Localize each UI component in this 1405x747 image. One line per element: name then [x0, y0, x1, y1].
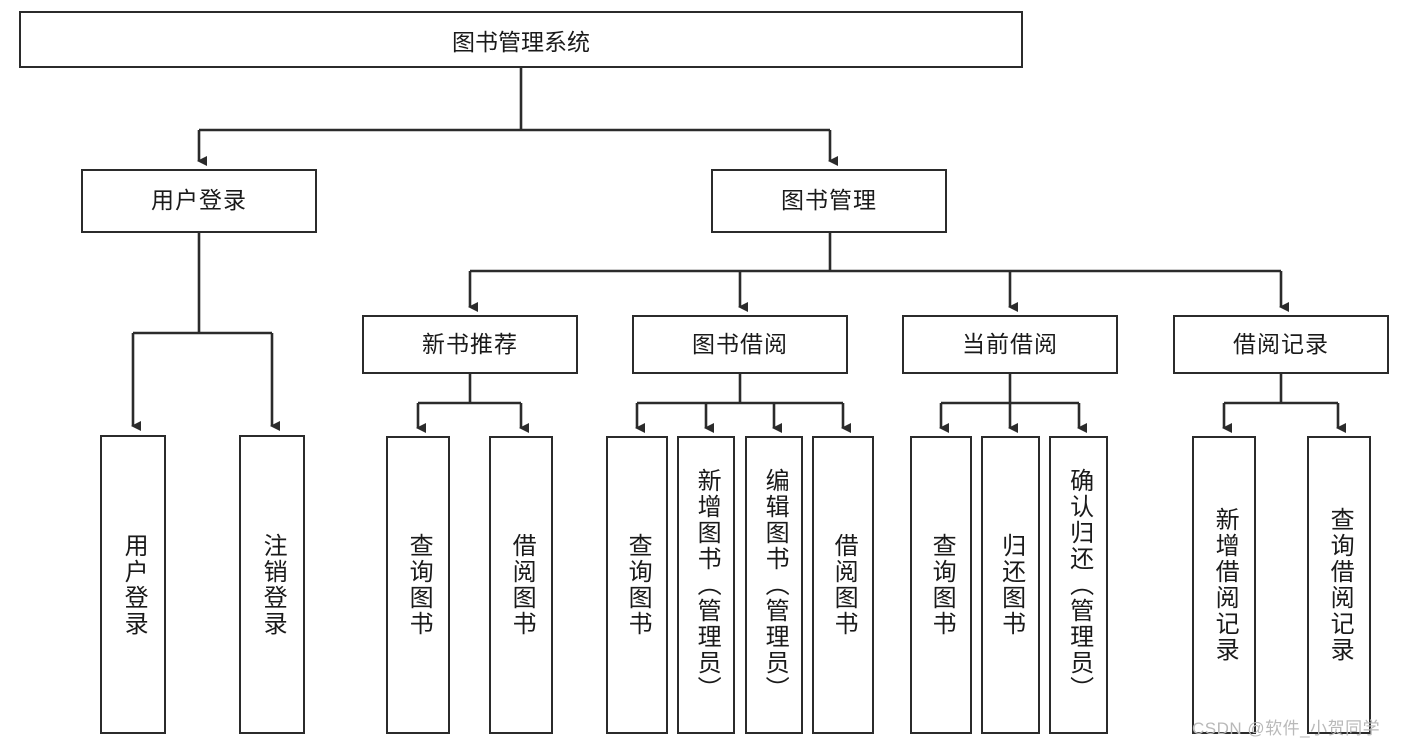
node-user-login-label: 用户登录 [151, 187, 247, 214]
node-leaf-borrow-book-2-label: 借阅图书 [830, 533, 858, 637]
node-leaf-user-login[interactable]: 用户登录 [100, 435, 166, 734]
node-leaf-query-book-3[interactable]: 查询图书 [910, 436, 972, 734]
node-book-borrow-label: 图书借阅 [692, 330, 788, 357]
node-borrow-record-label: 借阅记录 [1233, 330, 1329, 357]
node-new-book-recommend[interactable]: 新书推荐 [362, 315, 578, 374]
node-leaf-query-book-3-label: 查询图书 [928, 533, 956, 637]
node-user-login[interactable]: 用户登录 [81, 169, 317, 233]
node-leaf-edit-book[interactable]: 编辑图书（管理员） [745, 436, 803, 734]
node-leaf-borrow-book-2[interactable]: 借阅图书 [812, 436, 874, 734]
node-leaf-borrow-book-1[interactable]: 借阅图书 [489, 436, 553, 734]
node-leaf-query-book-2-label: 查询图书 [624, 533, 652, 637]
node-leaf-return-book-label: 归还图书 [997, 533, 1025, 637]
node-leaf-user-login-label: 用户登录 [120, 532, 148, 637]
node-leaf-query-book-1[interactable]: 查询图书 [386, 436, 450, 734]
node-leaf-confirm-return-label: 确认归还（管理员） [1065, 468, 1093, 702]
node-leaf-user-logout-label: 注销登录 [259, 532, 287, 637]
node-root-label: 图书管理系统 [452, 28, 590, 55]
node-leaf-query-book-1-label: 查询图书 [405, 533, 433, 637]
node-leaf-edit-book-label: 编辑图书（管理员） [761, 468, 789, 702]
node-root[interactable]: 图书管理系统 [19, 11, 1023, 68]
node-leaf-confirm-return[interactable]: 确认归还（管理员） [1049, 436, 1108, 734]
node-leaf-return-book[interactable]: 归还图书 [981, 436, 1040, 734]
node-leaf-add-book[interactable]: 新增图书（管理员） [677, 436, 735, 734]
node-leaf-add-record-label: 新增借阅记录 [1211, 507, 1239, 663]
node-book-manage[interactable]: 图书管理 [711, 169, 947, 233]
node-leaf-add-book-label: 新增图书（管理员） [693, 468, 721, 702]
node-leaf-query-book-2[interactable]: 查询图书 [606, 436, 668, 734]
node-book-borrow[interactable]: 图书借阅 [632, 315, 848, 374]
node-borrow-record[interactable]: 借阅记录 [1173, 315, 1389, 374]
node-leaf-query-record-label: 查询借阅记录 [1326, 507, 1354, 663]
csdn-watermark: CSDN @软件_小贺同学 [1192, 719, 1381, 738]
node-book-manage-label: 图书管理 [781, 187, 877, 214]
node-current-borrow-label: 当前借阅 [962, 330, 1058, 357]
node-leaf-add-record[interactable]: 新增借阅记录 [1192, 436, 1256, 734]
node-leaf-borrow-book-1-label: 借阅图书 [508, 533, 536, 637]
node-current-borrow[interactable]: 当前借阅 [902, 315, 1118, 374]
node-leaf-query-record[interactable]: 查询借阅记录 [1307, 436, 1371, 734]
node-leaf-user-logout[interactable]: 注销登录 [239, 435, 305, 734]
node-new-book-recommend-label: 新书推荐 [422, 330, 518, 357]
